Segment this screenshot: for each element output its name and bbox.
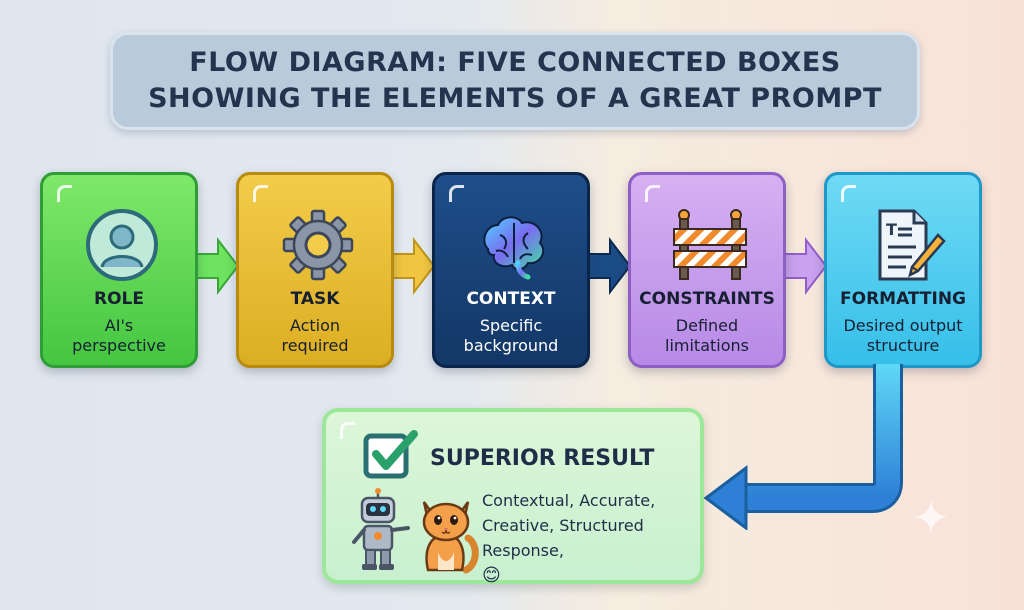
arrow-formatting-to-result	[703, 364, 903, 530]
arrow-constraints-to-formatting	[784, 237, 828, 295]
gloss-highlight	[645, 185, 660, 202]
diagram-title: FLOW DIAGRAM: FIVE CONNECTED BOXES SHOWI…	[110, 32, 920, 130]
step-label: CONTEXT	[466, 289, 556, 309]
robot-icon	[352, 488, 410, 570]
superior-result-box: SUPERIOR RESULT Contextual, Accurate, Cr…	[322, 408, 704, 586]
arrow-task-to-context	[392, 237, 436, 295]
gloss-highlight	[841, 185, 856, 202]
cat-icon	[422, 501, 479, 574]
result-title: SUPERIOR RESULT	[430, 446, 655, 471]
step-label: ROLE	[94, 289, 144, 309]
gloss-highlight	[253, 185, 268, 202]
title-line-1: FLOW DIAGRAM: FIVE CONNECTED BOXES	[189, 47, 841, 78]
title-line-2: SHOWING THE ELEMENTS OF A GREAT PROMPT	[148, 83, 882, 114]
document-pencil-icon: T	[878, 209, 946, 281]
gear-icon	[282, 209, 354, 281]
step-label: FORMATTING	[840, 289, 966, 309]
result-description: Contextual, Accurate, Creative, Structur…	[482, 488, 696, 588]
gloss-highlight	[449, 185, 464, 202]
gloss-highlight	[57, 185, 72, 202]
arrow-context-to-constraints	[588, 237, 632, 295]
sparkle-icon	[914, 500, 948, 534]
brain-icon	[483, 216, 545, 280]
user-avatar-icon	[86, 209, 158, 281]
step-label: TASK	[290, 289, 340, 309]
barrier-icon	[673, 209, 747, 280]
gloss-highlight	[340, 422, 355, 439]
smile-emoji-icon: 😊	[482, 565, 501, 586]
arrow-role-to-task	[196, 237, 240, 295]
step-label: CONSTRAINTS	[639, 289, 775, 309]
checkbox-check-icon	[363, 430, 418, 479]
svg-text:T: T	[886, 220, 897, 239]
